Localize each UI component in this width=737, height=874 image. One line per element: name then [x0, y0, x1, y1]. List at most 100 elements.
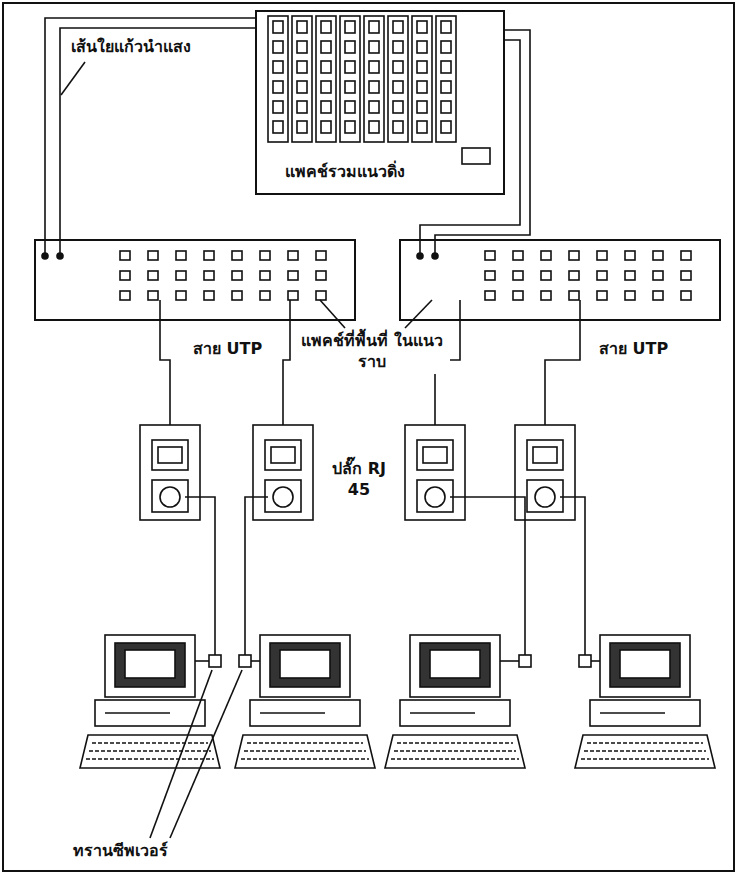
panel-column: [316, 16, 336, 142]
cord: [500, 660, 519, 662]
key-row: [391, 758, 519, 760]
port: [625, 251, 635, 260]
key-row: [89, 750, 211, 752]
port: [260, 251, 270, 260]
port: [148, 291, 158, 300]
screen-window: [430, 650, 480, 678]
horizontal-patch-panel: [35, 240, 355, 320]
outlet-port: [265, 440, 301, 470]
port: [204, 251, 214, 260]
port: [297, 101, 307, 113]
port: [321, 21, 331, 33]
port: [393, 101, 403, 113]
leader-line: [170, 670, 242, 838]
port: [653, 291, 663, 300]
leader-line: [320, 300, 345, 328]
panel-column: [340, 16, 360, 142]
port: [321, 41, 331, 53]
drive-slot: [410, 712, 475, 714]
monitor: [260, 635, 350, 697]
panel-label: แพคช์รวมแนวดิ่ง: [285, 162, 405, 183]
panel-column: [364, 16, 384, 142]
monitor: [410, 635, 500, 697]
port: [417, 21, 427, 33]
port: [393, 121, 403, 133]
port: [176, 291, 186, 300]
port: [120, 251, 130, 260]
port: [569, 271, 579, 280]
monitor: [105, 635, 195, 697]
port: [273, 41, 283, 53]
outlet-jack: [273, 487, 293, 507]
port: [148, 251, 158, 260]
port: [316, 271, 326, 280]
port: [316, 251, 326, 260]
vertical-patch-panel: แพคช์รวมแนวดิ่ง: [255, 10, 505, 195]
port: [297, 81, 307, 93]
port: [441, 101, 451, 113]
port: [441, 21, 451, 33]
keyboard: [575, 735, 715, 768]
outlet-port: [152, 440, 188, 470]
computer: [80, 635, 715, 768]
screen: [270, 643, 340, 687]
port: [393, 81, 403, 93]
port: [485, 251, 495, 260]
port: [597, 271, 607, 280]
port: [393, 41, 403, 53]
panel-badge: [462, 148, 490, 164]
port: [345, 81, 355, 93]
outlet-port: [158, 447, 182, 463]
utp-cable: [160, 300, 580, 425]
screen-window: [280, 650, 330, 678]
keyboard: [235, 735, 375, 768]
port: [297, 41, 307, 53]
port: [369, 21, 379, 33]
port: [232, 251, 242, 260]
port: [625, 271, 635, 280]
port: [393, 21, 403, 33]
drive-slot: [260, 712, 325, 714]
port: [369, 81, 379, 93]
port: [345, 61, 355, 73]
port: [653, 271, 663, 280]
leader-line: [61, 62, 85, 95]
port: [321, 81, 331, 93]
port: [321, 101, 331, 113]
key-row: [247, 742, 363, 744]
port: [345, 41, 355, 53]
screen-window: [125, 650, 175, 678]
port: [541, 291, 551, 300]
port: [273, 101, 283, 113]
port: [569, 291, 579, 300]
outlet-label: ปลั๊ก RJ 45: [323, 458, 395, 502]
port: [288, 251, 298, 260]
patch-cord: [185, 497, 585, 655]
port: [176, 271, 186, 280]
outlet-port: [271, 447, 295, 463]
port: [321, 61, 331, 73]
outlet-jack: [160, 487, 180, 507]
horizontal-patch-panel: [400, 240, 720, 320]
port: [345, 21, 355, 33]
outlet-port: [423, 447, 447, 463]
port: [288, 271, 298, 280]
outlet-port: [533, 447, 557, 463]
port: [681, 291, 691, 300]
port: [232, 291, 242, 300]
panel-column: [292, 16, 312, 142]
key-row: [241, 758, 369, 760]
frame: [3, 3, 734, 871]
port: [260, 271, 270, 280]
port: [288, 291, 298, 300]
panel-column: [412, 16, 432, 142]
outlet-jack: [152, 480, 188, 512]
outlet-plate: [405, 425, 465, 520]
port: [513, 271, 523, 280]
port: [120, 271, 130, 280]
port: [625, 291, 635, 300]
port: [321, 121, 331, 133]
key-row: [86, 758, 214, 760]
screen: [115, 643, 185, 687]
